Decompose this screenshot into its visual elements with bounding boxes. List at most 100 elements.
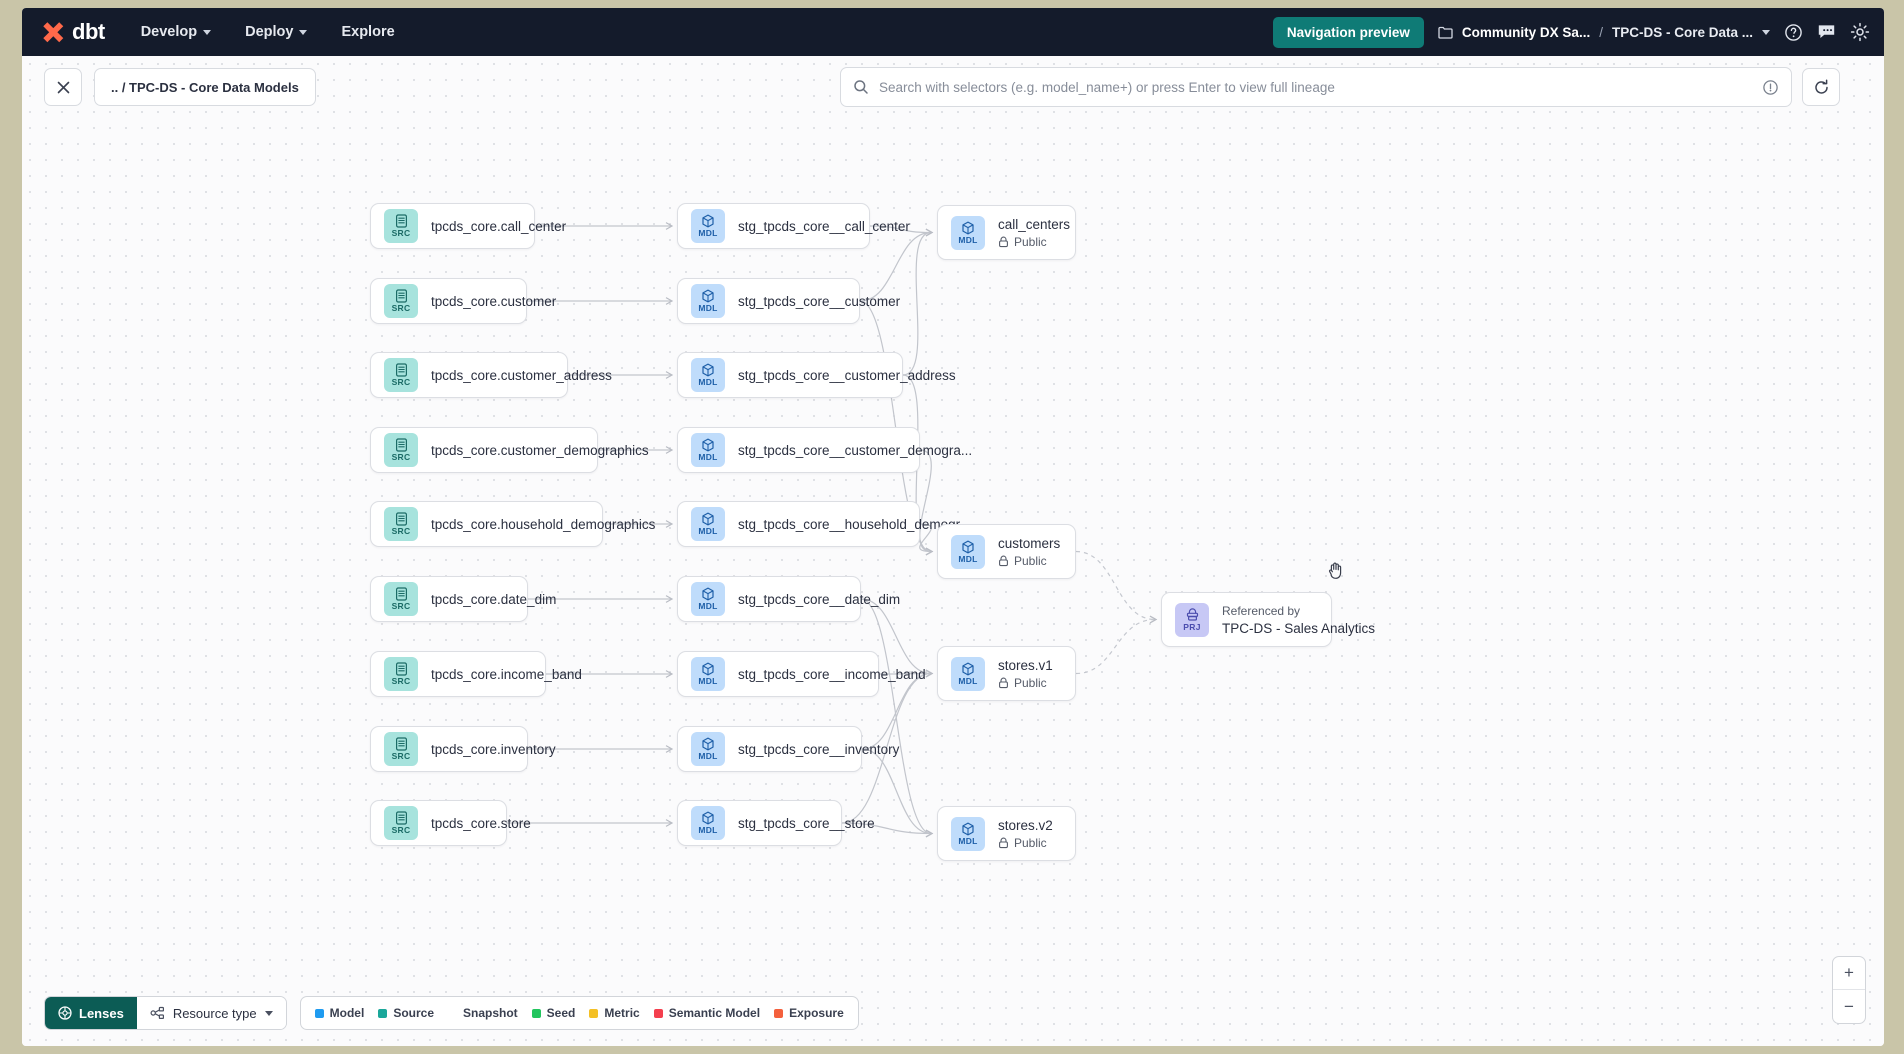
src-badge-icon: SRC (384, 284, 418, 318)
nav-link-develop[interactable]: Develop (139, 18, 213, 46)
node-label: call_centers (998, 216, 1071, 232)
lineage-node-tpcds-core-inventory[interactable]: SRC tpcds_core.inventory (370, 726, 556, 772)
nav-link-explore-label: Explore (341, 24, 395, 40)
search-area (840, 67, 1840, 107)
legend-item: Model (314, 1006, 365, 1020)
legend-label: Source (393, 1006, 434, 1020)
src-badge-icon: SRC (384, 507, 418, 541)
refresh-button[interactable] (1802, 68, 1840, 106)
feedback-icon[interactable] (1817, 23, 1836, 41)
lenses-button[interactable]: Lenses (45, 997, 137, 1029)
refresh-icon (1814, 78, 1828, 94)
lineage-edge-arrow (925, 829, 934, 838)
lineage-node-tpcds-core-date-dim[interactable]: SRC tpcds_core.date_dim (370, 576, 556, 622)
lineage-edge-arrow (665, 745, 674, 753)
zoom-out-button[interactable]: − (1844, 996, 1854, 1016)
navigation-preview-button[interactable]: Navigation preview (1272, 16, 1424, 48)
gear-icon[interactable] (1850, 22, 1870, 42)
src-badge-icon: SRC (384, 433, 418, 467)
node-label: tpcds_core.date_dim (431, 591, 557, 607)
lineage-node-tpcds-core-customer[interactable]: SRC tpcds_core.customer (370, 278, 556, 324)
lineage-edge-arrow (925, 829, 934, 838)
lineage-edge-arrow (665, 446, 674, 454)
folder-icon (1438, 26, 1453, 39)
legend-label: Model (329, 1006, 365, 1020)
lineage-edge-arrow (925, 669, 934, 678)
legend-label: Metric (604, 1006, 640, 1020)
prj-badge-icon: PRJ (1175, 602, 1209, 637)
search-box[interactable] (840, 67, 1792, 107)
search-icon (853, 79, 869, 95)
lineage-edge-arrow (925, 669, 934, 678)
src-badge-icon: SRC (384, 582, 418, 616)
close-button[interactable] (44, 68, 82, 106)
mdl-badge-icon: MDL (951, 534, 985, 569)
lineage-edge-arrow (925, 228, 934, 237)
legend-swatch (314, 1008, 324, 1018)
project-name[interactable]: TPC-DS - Core Data ... (1611, 24, 1753, 40)
resource-type-dropdown[interactable]: Resource type (136, 997, 286, 1029)
src-badge-icon: SRC (384, 732, 418, 766)
node-access-badge: Public (998, 554, 1060, 568)
zoom-in-button[interactable]: + (1833, 957, 1865, 990)
node-access-label: Public (1014, 835, 1047, 850)
mdl-badge-icon: MDL (691, 209, 725, 243)
lineage-edge (1075, 618, 1156, 675)
nav-link-explore[interactable]: Explore (339, 18, 396, 46)
lineage-edge-arrow (1149, 615, 1158, 624)
lineage-edge (902, 231, 932, 376)
lineage-edge-arrow (925, 669, 934, 678)
node-label: stg_tpcds_core__customer (738, 293, 901, 309)
node-label: stg_tpcds_core__date_dim (738, 591, 901, 607)
src-badge-icon: SRC (384, 358, 418, 392)
lineage-edge-arrow (665, 297, 674, 305)
chevron-down-icon (299, 29, 308, 35)
breadcrumb[interactable]: .. / TPC-DS - Core Data Models (94, 68, 316, 106)
help-circle-icon[interactable] (1784, 23, 1803, 42)
lens-group: Lenses Resource type (44, 996, 287, 1030)
lineage-edge-arrow (925, 547, 934, 556)
lineage-node-tpcds-core-customer-demographics[interactable]: SRC tpcds_core.customer_demographics (370, 427, 649, 473)
legend-label: Seed (546, 1006, 576, 1020)
mdl-badge-icon: MDL (691, 732, 725, 766)
account-name[interactable]: Community DX Sa... (1461, 24, 1591, 40)
dbt-logo[interactable]: dbt (40, 19, 105, 45)
search-input[interactable] (879, 79, 1752, 95)
legend-item: Source (378, 1006, 434, 1020)
node-label: stg_tpcds_core__customer_demogra... (738, 442, 973, 458)
chevron-down-icon[interactable] (1762, 29, 1770, 35)
lineage-edge (919, 449, 932, 553)
node-label: tpcds_core.customer (431, 293, 557, 309)
nav-link-deploy[interactable]: Deploy (243, 18, 309, 46)
src-badge-icon: SRC (384, 657, 418, 691)
lineage-edge (860, 598, 932, 835)
legend-label: Semantic Model (668, 1006, 761, 1020)
node-label: tpcds_core.inventory (431, 741, 556, 757)
node-label: stg_tpcds_core__household_demogr... (738, 516, 971, 532)
node-label: tpcds_core.customer_demographics (431, 442, 649, 458)
close-icon (57, 81, 69, 93)
info-icon[interactable] (1762, 79, 1779, 96)
